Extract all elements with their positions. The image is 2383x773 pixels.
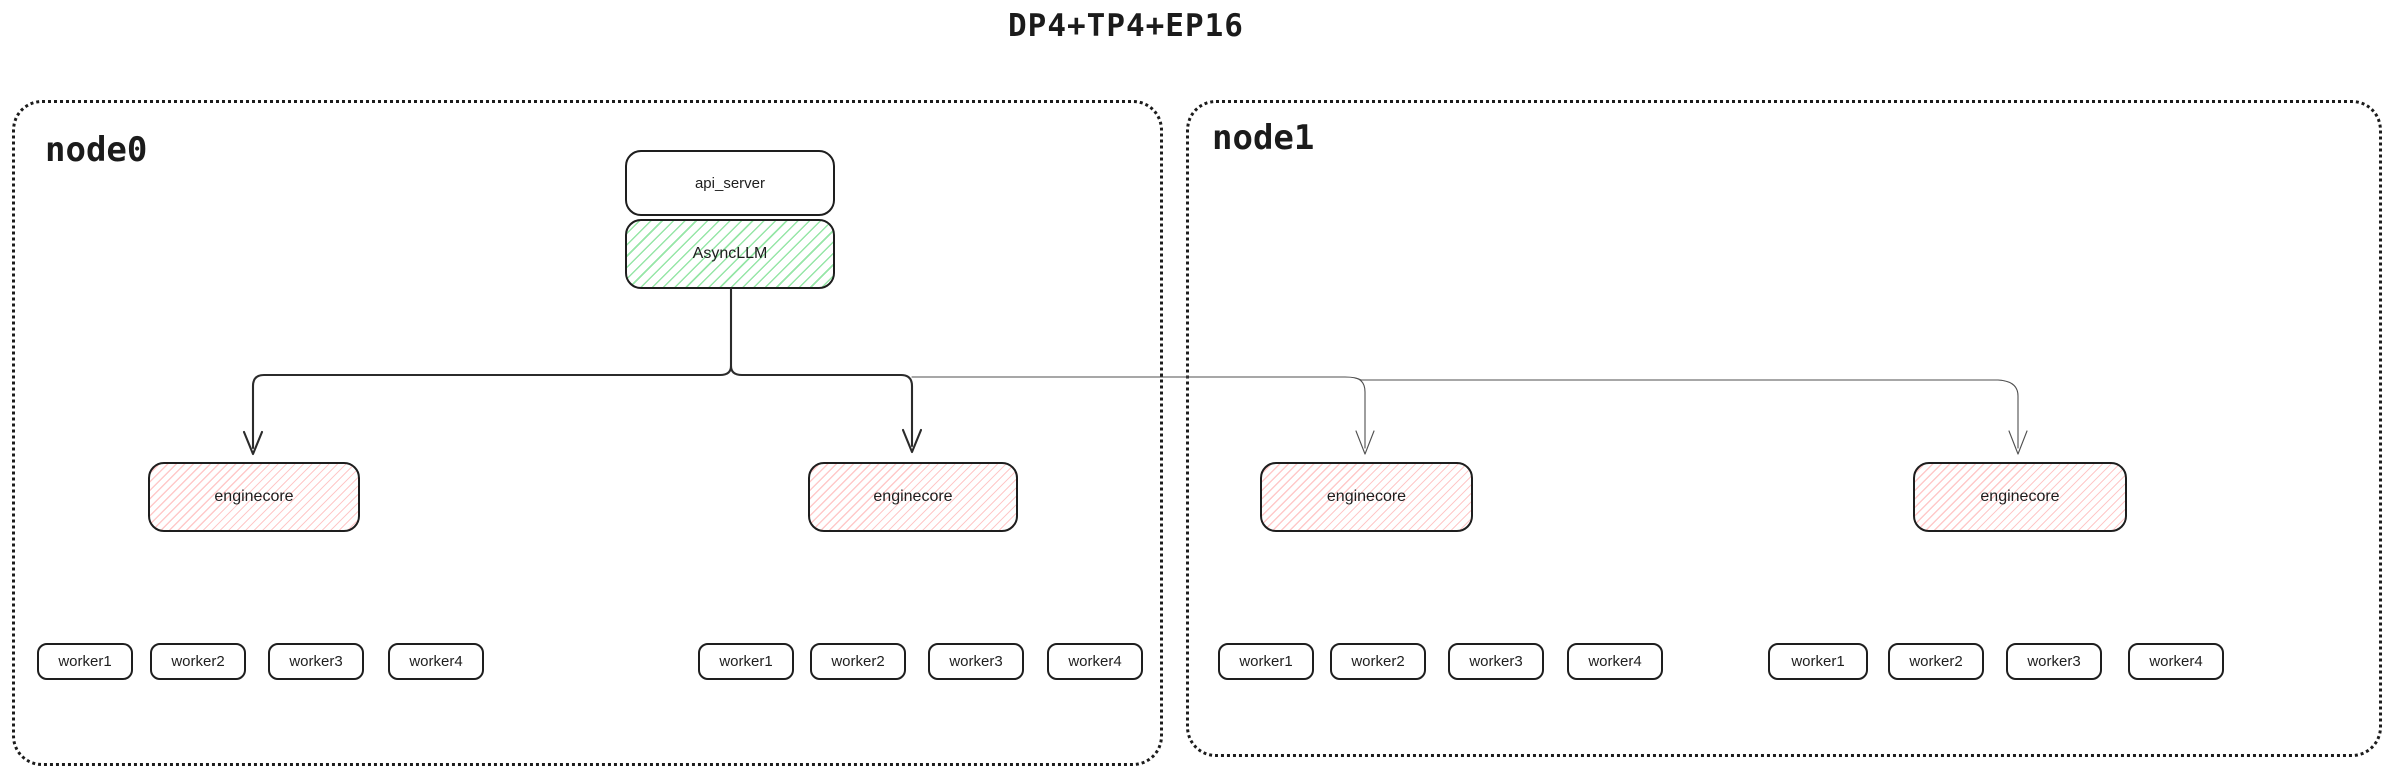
worker-box: worker1 <box>1768 643 1868 680</box>
api-server-box: api_server <box>625 150 835 216</box>
asyncllm-label: AsyncLLM <box>692 245 768 262</box>
worker-box: worker1 <box>698 643 794 680</box>
enginecore-box-1: enginecore <box>148 462 360 532</box>
worker-box: worker3 <box>2006 643 2102 680</box>
node0-label: node0 <box>45 130 148 170</box>
worker-box: worker1 <box>37 643 133 680</box>
asyncllm-box: AsyncLLM <box>625 219 835 289</box>
worker-box: worker4 <box>388 643 484 680</box>
enginecore-label: enginecore <box>873 488 953 505</box>
worker-box: worker3 <box>268 643 364 680</box>
enginecore-label: enginecore <box>1980 488 2060 505</box>
worker-box: worker2 <box>1330 643 1426 680</box>
worker-box: worker2 <box>810 643 906 680</box>
worker-box: worker3 <box>928 643 1024 680</box>
enginecore-box-3: enginecore <box>1260 462 1473 532</box>
api-server-label: api_server <box>694 174 766 192</box>
worker-box: worker4 <box>1047 643 1143 680</box>
worker-box: worker2 <box>1888 643 1984 680</box>
enginecore-label: enginecore <box>1326 488 1407 505</box>
enginecore-label: enginecore <box>214 488 294 505</box>
worker-box: worker3 <box>1448 643 1544 680</box>
diagram-title: DP4+TP4+EP16 <box>1008 8 1244 44</box>
worker-box: worker1 <box>1218 643 1314 680</box>
worker-box: worker2 <box>150 643 246 680</box>
node1-label: node1 <box>1212 118 1315 158</box>
worker-box: worker4 <box>1567 643 1663 680</box>
enginecore-box-2: enginecore <box>808 462 1018 532</box>
enginecore-box-4: enginecore <box>1913 462 2127 532</box>
worker-box: worker4 <box>2128 643 2224 680</box>
